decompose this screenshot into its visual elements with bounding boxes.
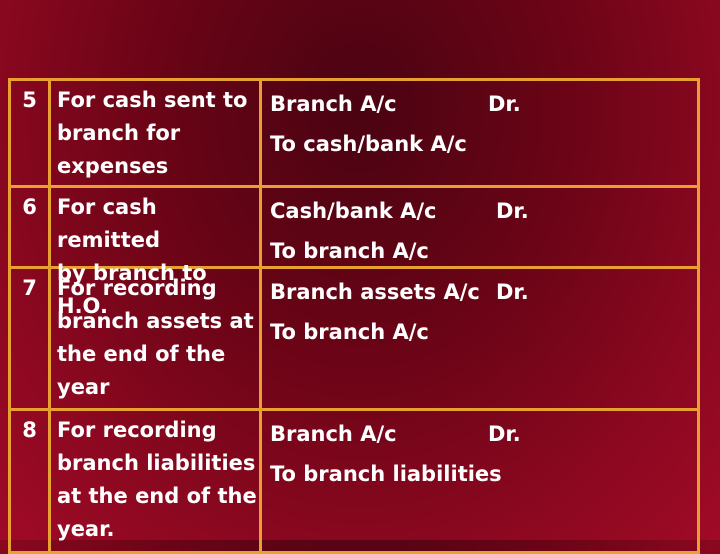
journal-entry: Branch assets A/c To branch A/c Dr. [262,269,697,408]
credit-account: To cash/bank A/c [270,132,467,156]
table-row: 6 For cash remitted by branch to H.O. Ca… [11,188,697,318]
entry-number: 7 [11,269,51,408]
credit-account: To branch A/c [270,320,429,344]
debit-marker: Dr. [496,280,529,304]
entry-number: 5 [11,81,51,185]
table-row: 8 For recording branch liabilities at th… [11,411,697,551]
debit-account: Branch assets A/c [270,280,480,304]
debit-account: Branch A/c [270,92,397,116]
entry-number: 8 [11,411,51,551]
debit-account: Cash/bank A/c [270,199,437,223]
table-row: 5 For cash sent to branch for expenses B… [11,81,697,188]
transaction-description: For cash sent to branch for expenses [51,81,262,185]
credit-account: To branch A/c [270,239,429,263]
credit-account: To branch liabilities [270,462,502,486]
journal-entry: Cash/bank A/c To branch A/c Dr. [262,188,697,266]
transaction-description: For recording branch assets at the end o… [51,269,262,408]
journal-entry: Branch A/c To branch liabilities Dr. [262,411,697,551]
slide: 5 For cash sent to branch for expenses B… [8,78,700,554]
journal-entries-table: 5 For cash sent to branch for expenses B… [8,78,700,554]
debit-marker: Dr. [496,199,529,223]
entry-number: 6 [11,188,51,266]
journal-entry: Branch A/c To cash/bank A/c Dr. [262,81,697,185]
table-row: 7 For recording branch assets at the end… [11,269,697,411]
debit-marker: Dr. [488,92,521,116]
transaction-description: For recording branch liabilities at the … [51,411,262,551]
debit-account: Branch A/c [270,422,397,446]
transaction-description: For cash remitted by branch to H.O. [51,188,262,318]
debit-marker: Dr. [488,422,521,446]
